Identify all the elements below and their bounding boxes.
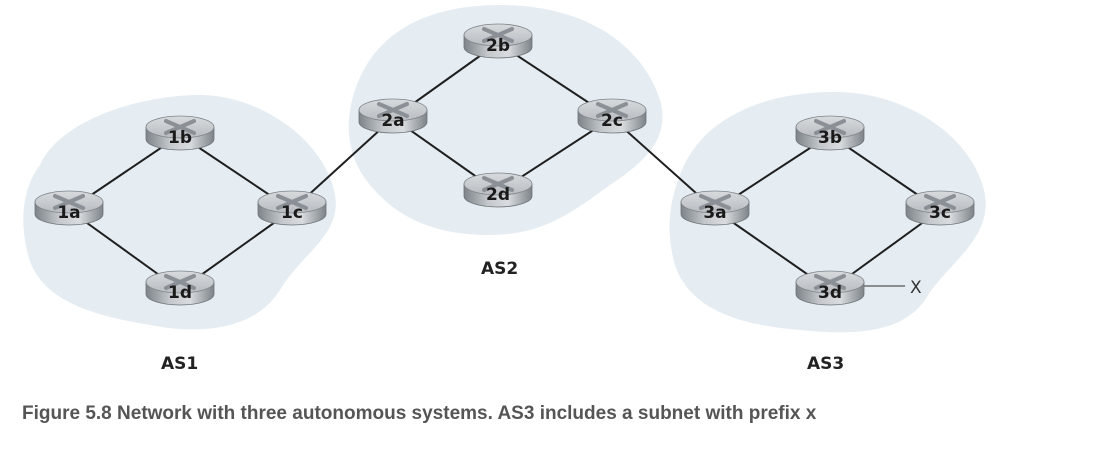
- router-label: 2c: [601, 111, 623, 131]
- subnet-label: X: [910, 278, 922, 298]
- router-3c: 3c: [905, 190, 975, 226]
- as3-cloud: [669, 92, 986, 333]
- router-label: 2d: [486, 185, 510, 205]
- router-2d: 2d: [463, 172, 533, 208]
- router-1c: 1c: [257, 190, 327, 226]
- router-label: 3b: [818, 128, 842, 148]
- router-3d: 3d: [795, 270, 865, 306]
- router-arrows-icon: [164, 274, 196, 290]
- router-1a: 1a: [34, 190, 104, 226]
- router-arrows-icon: [482, 27, 514, 43]
- router-arrows-icon: [814, 119, 846, 135]
- router-3a: 3a: [680, 190, 750, 226]
- router-arrows-icon: [482, 176, 514, 192]
- router-label: 2b: [486, 36, 510, 56]
- as2-label: AS2: [481, 259, 519, 279]
- router-label: 3a: [703, 203, 726, 223]
- router-1d: 1d: [145, 270, 215, 306]
- router-label: 3c: [929, 203, 951, 223]
- router-label: 1a: [57, 203, 80, 223]
- figure-caption: Figure 5.8 Network with three autonomous…: [22, 403, 817, 424]
- router-label: 2a: [381, 111, 404, 131]
- router-arrows-icon: [814, 274, 846, 290]
- router-3b: 3b: [795, 115, 865, 151]
- router-2a: 2a: [358, 98, 428, 134]
- router-1b: 1b: [145, 115, 215, 151]
- as1-cloud: [23, 95, 336, 330]
- router-arrows-icon: [377, 102, 409, 118]
- router-arrows-icon: [699, 194, 731, 210]
- router-arrows-icon: [53, 194, 85, 210]
- router-2b: 2b: [463, 23, 533, 59]
- router-label: 1c: [281, 203, 303, 223]
- as3-label: AS3: [807, 354, 845, 374]
- router-label: 1d: [168, 283, 192, 303]
- router-arrows-icon: [924, 194, 956, 210]
- router-label: 1b: [168, 128, 192, 148]
- as2-cloud: [348, 5, 663, 235]
- as1-label: AS1: [161, 354, 199, 374]
- router-label: 3d: [818, 283, 842, 303]
- router-2c: 2c: [577, 98, 647, 134]
- router-arrows-icon: [164, 119, 196, 135]
- router-arrows-icon: [596, 102, 628, 118]
- router-arrows-icon: [276, 194, 308, 210]
